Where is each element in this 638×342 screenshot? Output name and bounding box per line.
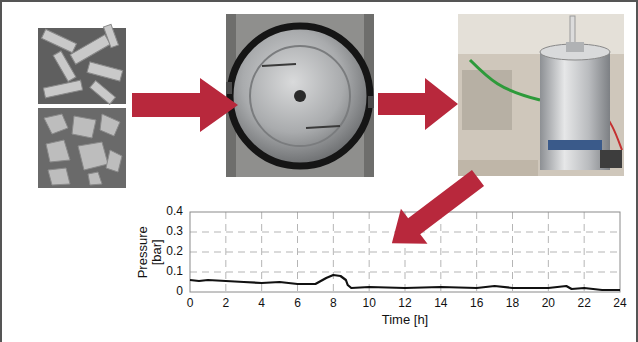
axis-title: Pressure [bar]: [136, 223, 165, 281]
tick-label: 16: [470, 297, 483, 310]
sem-image-particles: [38, 108, 126, 188]
tick-label: 12: [398, 297, 411, 310]
tick-label: 0: [187, 297, 194, 310]
tick-label: 0.3: [166, 225, 183, 238]
tick-label: 18: [506, 297, 519, 310]
tick-label: 0.1: [166, 265, 183, 278]
tick-label: 10: [362, 297, 375, 310]
tick-label: 20: [542, 297, 555, 310]
tick-label: 4: [258, 297, 265, 310]
tick-label: 0.4: [166, 205, 183, 218]
tick-label: 6: [294, 297, 301, 310]
tick-label: 0: [176, 285, 183, 298]
equipment-photo: [458, 14, 624, 176]
axis-title: Time [h]: [382, 313, 428, 327]
flow-arrow: [378, 78, 458, 130]
tick-label: 8: [330, 297, 337, 310]
tick-label: 24: [613, 297, 626, 310]
flow-arrow: [379, 160, 492, 260]
sem-image-rods: [38, 24, 126, 104]
tick-label: 0.2: [166, 245, 183, 258]
tick-label: 2: [222, 297, 229, 310]
flow-arrow: [132, 78, 238, 132]
tick-label: 14: [434, 297, 447, 310]
vessel-photo: [226, 14, 374, 177]
tick-label: 22: [577, 297, 590, 310]
